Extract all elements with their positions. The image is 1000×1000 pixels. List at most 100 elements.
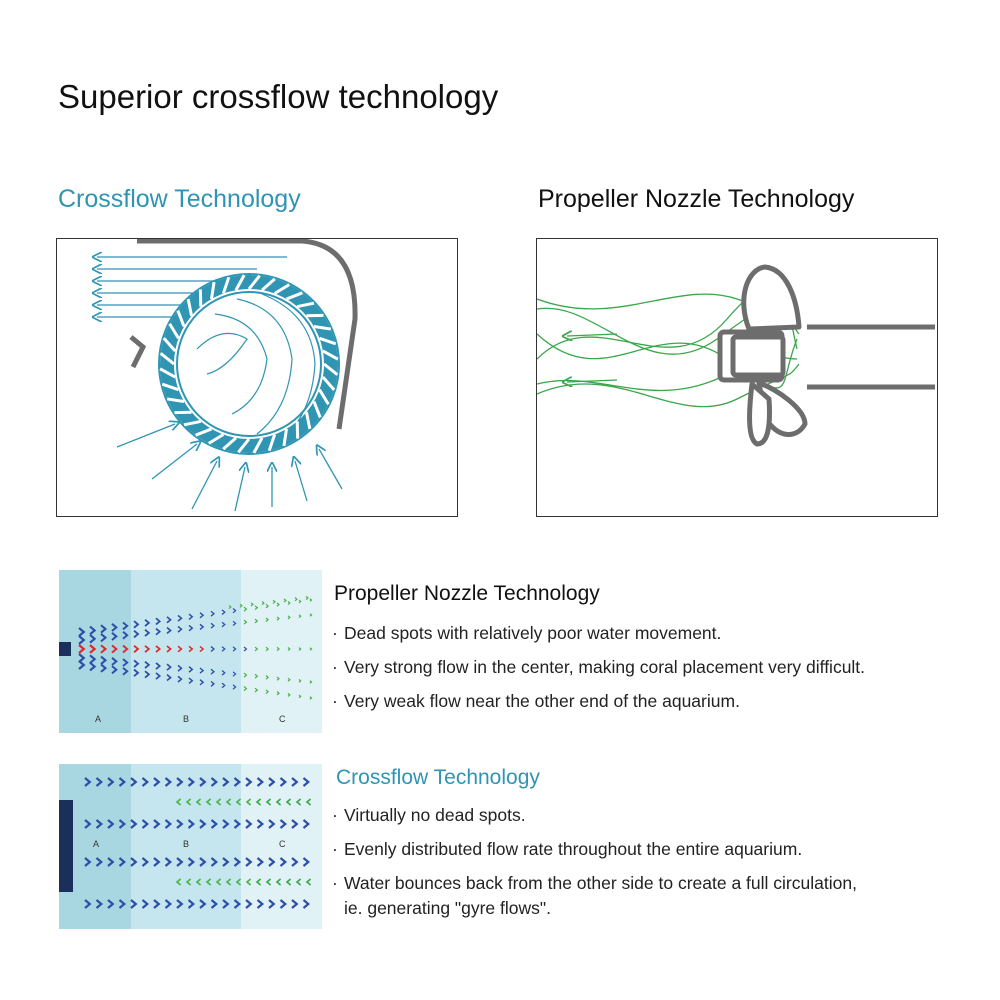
impeller-blade [296,301,315,309]
flow-chevron [309,613,313,617]
zone-b-label: B [183,839,189,849]
flow-chevron [287,692,291,697]
impeller-blade [186,298,194,317]
return-flow-chevron [175,798,182,806]
flow-chevron [268,777,276,787]
flow-chevron [84,777,92,787]
flow-chevron [298,614,302,619]
flow-chevron [210,668,215,675]
impeller-blade [247,274,261,290]
flow-chevron [272,599,276,604]
flow-chevron [118,777,127,787]
return-flow-chevron [215,878,222,886]
impeller-blade [162,337,177,352]
flow-chevron [111,644,118,654]
flow-chevron [118,899,127,909]
flow-chevron [287,601,291,606]
flow-chevron [279,899,288,909]
crossflow-outlet [59,800,73,892]
impeller-blade [222,436,237,451]
flow-chevron [144,618,151,627]
impeller-blade [234,274,246,291]
flow-chevron [268,857,276,867]
flow-chevron [221,682,226,689]
flow-chevron [107,777,115,787]
propeller-bullet-list: ·Dead spots with relatively poor water m… [332,622,865,724]
flow-chevron [164,899,173,909]
return-flow-chevron [265,798,272,806]
flow-chevron [210,646,215,652]
flow-chevron [256,777,265,787]
return-flow-chevron [255,798,262,806]
crossflow-bullet: ·Evenly distributed flow rate throughout… [332,839,803,859]
flow-chevron [153,899,161,909]
flow-chevron [141,857,150,867]
flow-chevron [199,645,205,653]
propeller-nozzle-illustration [536,264,935,447]
flow-chevron [141,899,150,909]
flow-chevron [302,777,311,787]
flow-chevron [89,625,97,636]
return-flow-chevron [195,798,202,806]
impeller-blade [159,367,176,379]
flow-chevron [100,655,108,665]
propeller-bullet: ·Very strong flow in the center, making … [332,657,866,677]
flow-chevron [155,627,162,636]
flow-chevron [100,663,108,673]
flow-chevron [133,620,140,629]
return-flow-chevron [235,798,242,806]
flow-chevron [176,899,184,909]
impeller-blade [176,310,186,328]
impeller-blade [321,376,336,391]
flow-chevron [222,857,230,867]
flow-chevron [133,668,140,677]
return-flow-chevron [205,798,212,806]
flow-chevron [133,659,140,668]
zone-b-region [131,764,241,929]
flow-chevron [199,623,205,631]
zone-a-label: A [95,714,101,724]
flow-chevron [89,661,97,672]
return-flow-chevron [285,798,292,806]
return-flow-chevron [295,798,302,806]
impeller-blade [313,325,332,331]
impeller-blade [261,277,276,292]
flow-chevron [78,635,86,645]
flow-chevron [188,613,194,621]
flow-chevron [298,694,302,699]
flow-chevron [166,645,172,653]
flow-chevron [279,857,288,867]
flow-chevron [187,819,196,829]
flow-chevron [100,644,108,654]
flow-chevron [141,777,150,787]
flow-chevron [155,645,162,653]
flow-chevron [166,626,172,635]
flow-chevron [294,597,298,602]
return-flow-chevron [305,798,312,806]
flow-chevron [133,644,140,654]
flow-chevron [199,667,205,674]
flow-chevron [239,603,243,608]
flow-chevron [279,777,288,787]
flow-chevron [89,634,97,644]
return-flow-chevron [225,878,232,886]
flow-chevron [164,777,173,787]
crossflow-bullet-list: ·Virtually no dead spots. ·Evenly distri… [332,804,857,931]
flow-chevron [243,646,248,652]
flow-chevron [305,595,309,600]
crossflow-diagram-title: Crossflow Technology [58,185,301,213]
flow-chevron [232,620,237,626]
flow-chevron [254,687,259,693]
crossflow-housing [137,238,358,430]
flow-chevron [291,899,299,909]
inlet-flow-arrows [116,424,343,512]
flow-chevron [232,671,237,677]
flow-chevron [130,857,138,867]
pump-outlet [59,642,71,656]
flow-chevron [84,819,92,829]
crossflow-impeller-illustration [57,238,358,512]
flow-chevron [122,667,129,676]
flow-chevron [95,777,104,787]
flow-chevron [256,819,265,829]
return-flow-chevron [195,878,202,886]
